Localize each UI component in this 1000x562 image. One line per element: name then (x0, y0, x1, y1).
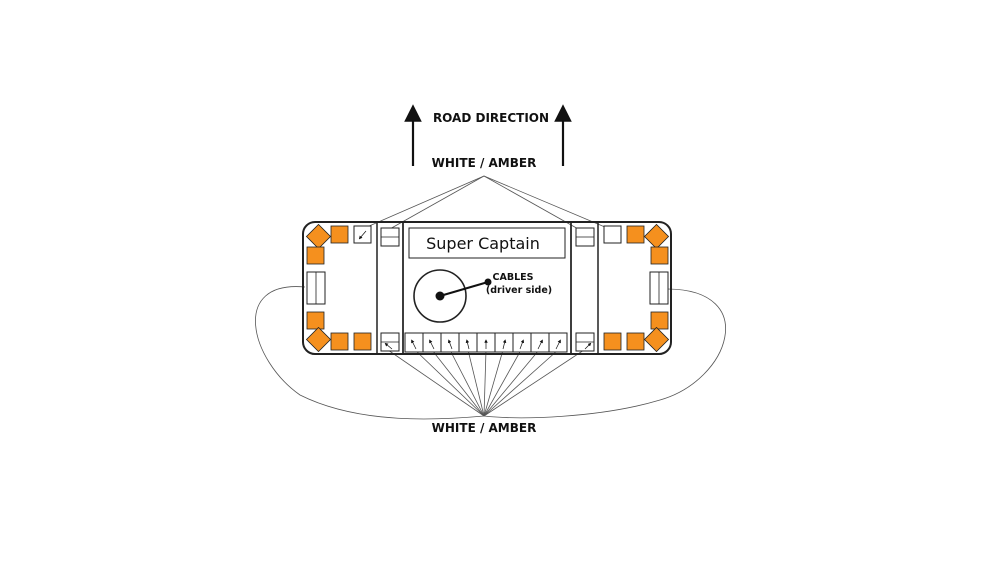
bottom-leader-lines (387, 349, 585, 417)
amber-light (626, 332, 645, 351)
right-loop-line (483, 288, 726, 419)
bottom-group-label: WHITE / AMBER (432, 421, 537, 435)
amber-light (643, 326, 670, 353)
cable-pointer (439, 281, 489, 297)
amber-light (353, 332, 372, 351)
amber-light (603, 332, 622, 351)
cable-pointer-end (484, 278, 492, 286)
amber-light (650, 311, 669, 330)
model-name-box (408, 227, 566, 259)
left-narrow-modules (380, 227, 400, 352)
amber-light (306, 246, 325, 265)
amber-light (330, 225, 349, 244)
road-direction-label: ROAD DIRECTION (433, 111, 549, 125)
center-panel (402, 221, 572, 355)
amber-light (626, 225, 645, 244)
white-light (353, 225, 372, 244)
road-direction-arrows (404, 104, 572, 166)
top-group-label: WHITE / AMBER (432, 156, 537, 170)
center-led-arrows (411, 339, 561, 350)
amber-light (643, 223, 670, 250)
left-loop-line (255, 286, 485, 420)
amber-light (305, 326, 332, 353)
amber-light (650, 246, 669, 265)
cables-sub-label: (driver side) (486, 285, 552, 296)
amber-light (306, 311, 325, 330)
white-light (603, 225, 622, 244)
model-name: Super Captain (426, 234, 540, 253)
right-narrow-modules (575, 227, 595, 352)
amber-light (305, 223, 332, 250)
cable-gland-circle (413, 269, 467, 323)
left-end-module (305, 223, 372, 353)
cables-label: CABLES (493, 272, 534, 283)
amber-light (330, 332, 349, 351)
right-end-module (603, 223, 670, 353)
